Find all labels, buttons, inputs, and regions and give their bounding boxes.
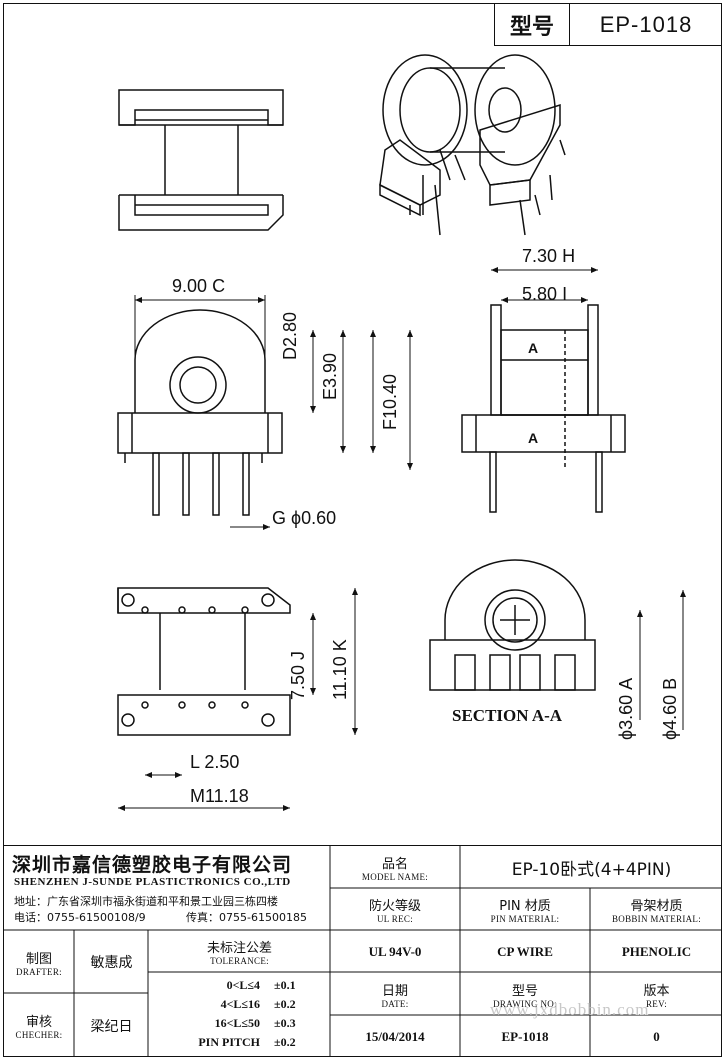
rev-value: 0 (653, 1028, 660, 1044)
bobbin-material-label: 骨架材质 BOBBIN MATERIAL: (611, 899, 702, 924)
dim-m-label: M11.18 (190, 786, 249, 806)
top-view (118, 89, 284, 231)
tolerance-header: 未标注公差 TOLERANCE: (206, 941, 272, 966)
header-model-box (494, 3, 722, 46)
drawing-no-label: 型号 DRAWING NO: (493, 983, 557, 1009)
rev-label: 版本 REV: (643, 983, 670, 1009)
drafter-name: 敏惠成 (90, 955, 133, 971)
checker-name: 梁纪日 (90, 1018, 133, 1035)
dim-l-label: L 2.50 (190, 752, 240, 772)
technical-drawing (117, 54, 686, 811)
section-mark-bottom: A (528, 430, 539, 446)
model-name-value: EP-10卧式(4+4PIN) (511, 859, 672, 880)
dim-g-label: G ϕ0.60 (272, 508, 337, 528)
isometric-view (379, 54, 566, 236)
dim-c-label: 9.00 C (172, 276, 226, 296)
side-view (461, 304, 626, 513)
pin-material-label: PIN 材质 PIN MATERIAL: (490, 899, 560, 924)
company-phone: 电话：0755-61500108/9 (14, 911, 146, 924)
tolerance-row: 16<L≤50 ±0.3 (214, 1016, 296, 1030)
tolerance-row: PIN PITCH ±0.2 (198, 1035, 296, 1049)
title-block (3, 845, 722, 1058)
header-divider (569, 3, 570, 46)
bobbin-material-value: PHENOLIC (621, 943, 692, 959)
drawing-frame (3, 3, 722, 1057)
watermark: www.jxdbobbin.com (490, 1000, 650, 1019)
company-fax: 传真：0755-61500185 (186, 911, 307, 924)
header-model-label: 型号 (509, 15, 554, 40)
front-view (117, 309, 283, 516)
dim-i-label: 5.80 I (522, 284, 568, 304)
tolerance-row: 0<L≤4 ±0.1 (226, 978, 296, 992)
ul-rec-label: 防火等级 UL REC: (368, 899, 421, 924)
model-name-label: 品名 MODEL NAME: (361, 856, 429, 882)
company-name-en: SHENZHEN J-SUNDE PLASTICTRONICS CO.,LTD (14, 876, 291, 888)
pin-material-value: CP WIRE (497, 943, 553, 959)
tolerance-table: 0<L≤4 ±0.1 4<L≤16 ±0.2 16<L≤50 ±0.3 PIN … (160, 978, 325, 1054)
tolerance-row: 4<L≤16 ±0.2 (220, 997, 296, 1011)
header-model-value: EP-1018 (599, 12, 693, 37)
company-address: 地址：广东省深圳市福永街道和平和景工业园三栋四楼 (14, 895, 278, 908)
section-title: SECTION A-A (452, 706, 563, 725)
bottom-view (117, 587, 291, 736)
checker-label: 审核 CHECHER: (15, 1015, 63, 1040)
dim-h-label: 7.30 H (522, 246, 576, 266)
ul-rec-value: UL 94V-0 (368, 943, 422, 959)
company-name-cn: 深圳市嘉信德塑胶电子有限公司 (12, 854, 293, 876)
date-value: 15/04/2014 (365, 1028, 425, 1044)
drawing-no-value: EP-1018 (501, 1028, 549, 1044)
date-label: 日期 DATE: (381, 983, 409, 1009)
drafter-label: 制图 DRAFTER: (16, 951, 62, 977)
section-mark-top: A (528, 340, 539, 356)
section-view (429, 559, 596, 691)
